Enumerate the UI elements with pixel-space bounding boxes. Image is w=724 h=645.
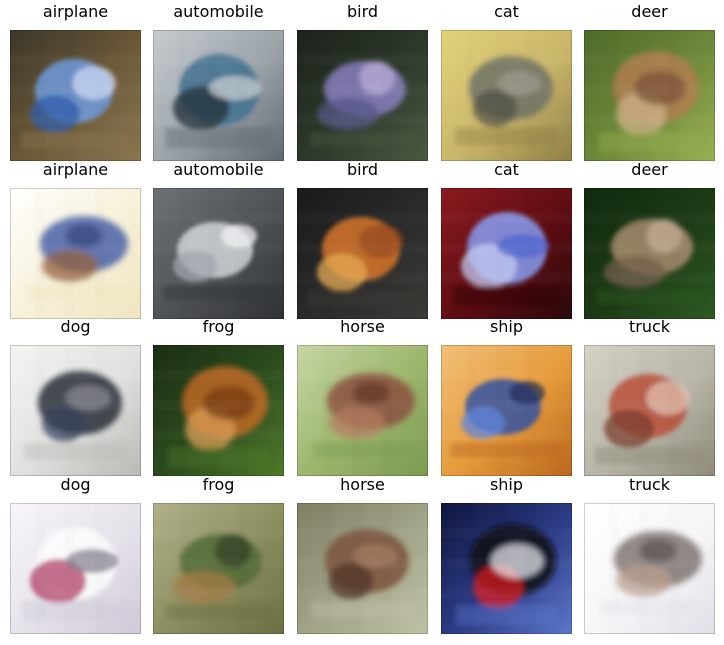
ship-image (441, 503, 572, 634)
frog-image (153, 345, 284, 476)
cat-image (441, 30, 572, 161)
frog-image (153, 503, 284, 634)
airplane-image (10, 188, 141, 319)
truck-image (584, 503, 715, 634)
deer-image (584, 188, 715, 319)
image-label: deer (631, 2, 668, 21)
image-label: frog (202, 475, 235, 494)
dog-image (10, 345, 141, 476)
horse-image (297, 503, 428, 634)
bird-image (297, 188, 428, 319)
image-label: dog (60, 317, 91, 336)
image-label: ship (489, 317, 524, 336)
image-label: ship (489, 475, 524, 494)
image-label: cat (494, 160, 519, 179)
image-label: dog (60, 475, 91, 494)
image-label: truck (628, 317, 671, 336)
image-label: automobile (173, 2, 264, 21)
bird-image (297, 30, 428, 161)
image-label: deer (631, 160, 668, 179)
ship-image (441, 345, 572, 476)
image-label: automobile (173, 160, 264, 179)
image-label: cat (494, 2, 519, 21)
airplane-image (10, 30, 141, 161)
deer-image (584, 30, 715, 161)
cat-image (441, 188, 572, 319)
car-image (153, 30, 284, 161)
image-label: frog (202, 317, 235, 336)
car-image (153, 188, 284, 319)
truck-image (584, 345, 715, 476)
image-label: horse (340, 475, 385, 494)
image-label: bird (346, 2, 379, 21)
image-label: horse (340, 317, 385, 336)
image-label: truck (628, 475, 671, 494)
dog-image (10, 503, 141, 634)
image-label: bird (346, 160, 379, 179)
horse-image (297, 345, 428, 476)
image-label: airplane (42, 2, 109, 21)
image-label: airplane (42, 160, 109, 179)
